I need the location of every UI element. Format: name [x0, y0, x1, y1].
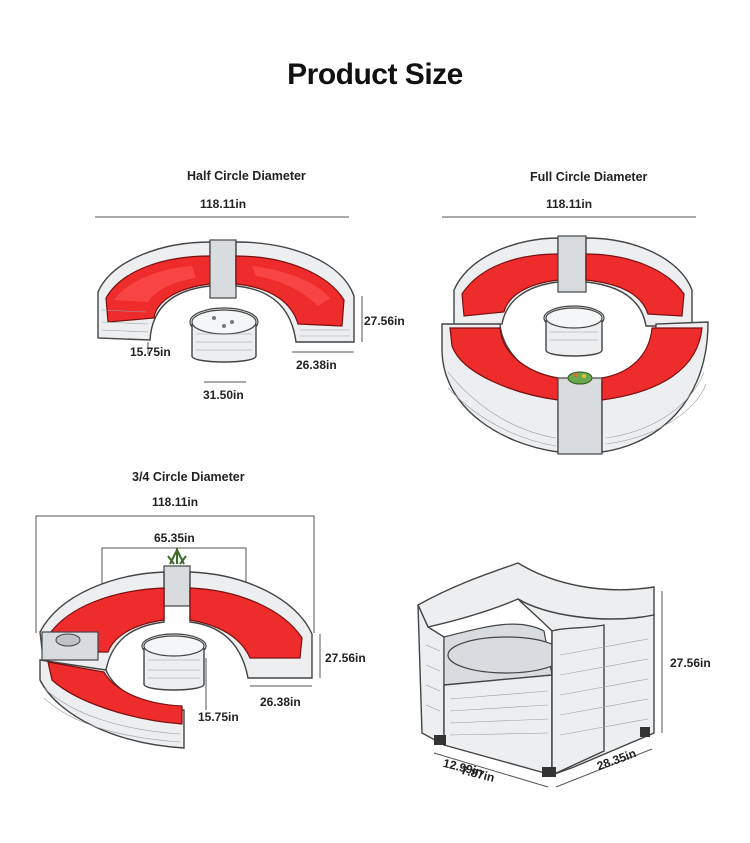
- armchair-height-label: 27.56in: [670, 656, 711, 670]
- three-quarter-inner-diameter-label: 65.35in: [154, 531, 195, 545]
- half-circle-sofa-illustration: [97, 239, 363, 383]
- full-circle-diameter-label: 118.11in: [546, 197, 593, 211]
- three-quarter-heading: 3/4 Circle Diameter: [132, 470, 245, 484]
- half-circle-heading: Half Circle Diameter: [187, 169, 306, 183]
- half-circle-section-width-label: 26.38in: [296, 358, 337, 372]
- three-quarter-outer-diameter-label: 118.11in: [152, 495, 199, 509]
- half-circle-height-label: 27.56in: [364, 314, 405, 328]
- full-circle-heading: Full Circle Diameter: [530, 170, 648, 184]
- half-circle-diameter-line: [95, 216, 349, 218]
- three-quarter-section-width-label: 26.38in: [260, 695, 301, 709]
- half-circle-table-width-label: 31.50in: [203, 388, 244, 402]
- page-title: Product Size: [287, 58, 463, 91]
- three-quarter-depth-label: 15.75in: [198, 710, 239, 724]
- full-circle-diameter-line: [442, 216, 696, 218]
- three-quarter-sofa-illustration: [39, 548, 321, 749]
- full-circle-sofa-illustration: [441, 235, 709, 455]
- half-circle-diameter-label: 118.11in: [200, 197, 247, 211]
- half-circle-depth-label: 15.75in: [130, 345, 171, 359]
- three-quarter-height-label: 27.56in: [325, 651, 366, 665]
- armchair-illustration: [417, 562, 663, 788]
